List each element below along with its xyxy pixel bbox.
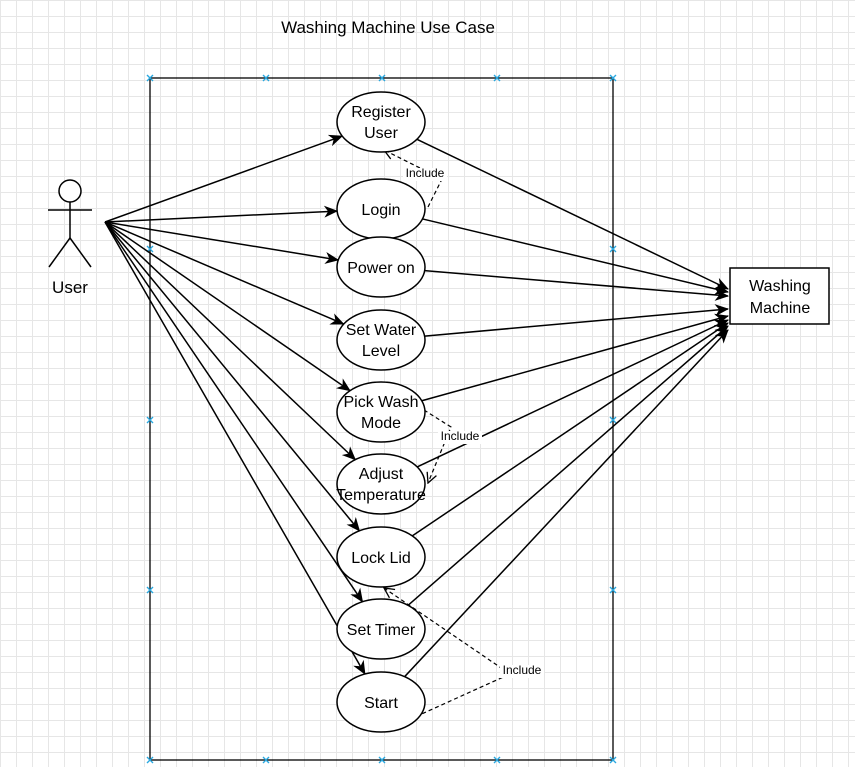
selection-handle[interactable] [493, 74, 501, 82]
washing-machine-label-line-2: Machine [750, 300, 811, 317]
start-to-washing-machine-association[interactable] [404, 329, 729, 678]
power-to-washing-machine-association[interactable] [424, 269, 729, 301]
water-to-washing-machine-association[interactable] [424, 304, 729, 337]
include-label-background [500, 665, 544, 678]
use-case-ellipse[interactable] [336, 309, 426, 371]
washing-machine-label-line-1: Washing [749, 278, 811, 295]
use-case-label: User [364, 125, 398, 142]
user-to-water-association[interactable] [104, 221, 345, 325]
lid-to-washing-machine-association[interactable] [411, 322, 729, 537]
use-case-timer[interactable]: Set Timer [336, 598, 426, 660]
include-washmode-to-temperature[interactable] [423, 409, 452, 483]
use-case-ellipse[interactable] [336, 453, 426, 515]
user-to-register-association[interactable] [104, 134, 344, 223]
temperature-to-washing-machine-association[interactable] [416, 319, 729, 468]
selection-handle[interactable] [609, 756, 617, 764]
use-case-label: Login [361, 202, 400, 219]
use-case-label: Pick Wash [344, 394, 419, 411]
include-label: Include [441, 429, 480, 443]
user-actor-label: User [52, 278, 88, 297]
selection-handle[interactable] [609, 416, 617, 424]
selection-handle[interactable] [146, 756, 154, 764]
washing-machine-actor[interactable]: Washing Machine [729, 267, 830, 325]
use-case-ellipse[interactable] [336, 526, 426, 588]
include-label-background [403, 168, 447, 181]
include-label: Include [406, 166, 445, 180]
use-case-ellipse[interactable] [336, 381, 426, 443]
use-case-label: Level [362, 343, 400, 360]
use-case-label: Start [364, 695, 398, 712]
register-to-washing-machine-association[interactable] [416, 138, 729, 290]
use-case-lid[interactable]: Lock Lid [336, 526, 426, 588]
actor-left-leg [48, 237, 71, 268]
include-label-background [438, 431, 482, 444]
selection-handle[interactable] [493, 756, 501, 764]
use-case-ellipse[interactable] [336, 236, 426, 298]
login-to-washing-machine-association[interactable] [422, 218, 729, 295]
use-case-power[interactable]: Power on [336, 236, 426, 298]
user-to-timer-association[interactable] [104, 221, 364, 603]
use-case-label: Register [351, 104, 411, 121]
user-to-power-association[interactable] [104, 221, 340, 264]
selection-handle[interactable] [609, 586, 617, 594]
user-to-washmode-association[interactable] [104, 221, 351, 392]
use-case-label: Lock Lid [351, 550, 411, 567]
user-to-temperature-association[interactable] [104, 221, 357, 461]
use-case-start[interactable]: Start [336, 671, 426, 733]
include-label: Include [503, 663, 542, 677]
use-case-label: Set Water [346, 322, 417, 339]
washmode-to-washing-machine-association[interactable] [421, 313, 729, 402]
selection-handle[interactable] [609, 245, 617, 253]
use-case-label: Mode [361, 415, 401, 432]
actor-head [58, 179, 82, 203]
use-case-ellipse[interactable] [336, 91, 426, 153]
selection-handle[interactable] [262, 74, 270, 82]
selection-handles [146, 74, 617, 764]
actor-right-leg [69, 237, 92, 268]
timer-to-washing-machine-association[interactable] [407, 325, 729, 606]
diagram-title: Washing Machine Use Case [281, 18, 495, 37]
selection-handle[interactable] [262, 756, 270, 764]
selection-handle[interactable] [146, 586, 154, 594]
washing-machine-box [729, 267, 830, 325]
selection-handle[interactable] [378, 756, 386, 764]
selection-handle[interactable] [146, 416, 154, 424]
use-case-label: Temperature [336, 487, 426, 504]
selection-handle[interactable] [609, 74, 617, 82]
selection-handle[interactable] [146, 74, 154, 82]
use-case-label: Set Timer [347, 622, 416, 639]
user-to-start-association[interactable] [104, 221, 366, 675]
user-actor[interactable]: User [48, 179, 92, 297]
use-case-login[interactable]: Login [336, 178, 426, 240]
use-case-ellipse[interactable] [336, 598, 426, 660]
use-case-label: Adjust [359, 466, 404, 483]
use-case-ellipse[interactable] [336, 671, 426, 733]
user-to-login-association[interactable] [104, 205, 339, 223]
use-case-label: Power on [347, 260, 415, 277]
user-to-lid-association[interactable] [104, 221, 361, 532]
include-start-to-lid[interactable] [384, 588, 512, 732]
selection-handle[interactable] [378, 74, 386, 82]
